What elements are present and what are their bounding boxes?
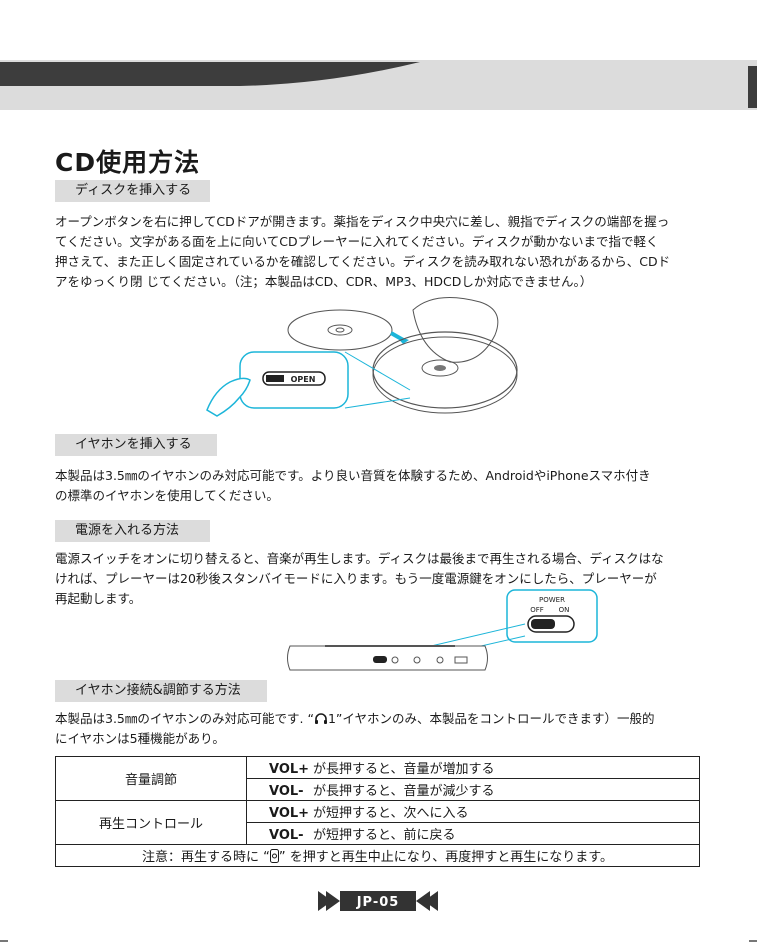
key-description: が長押すると、音量が増加する <box>313 762 495 777</box>
table-category: 再生コントロール <box>55 800 247 845</box>
table-note: 注意：再生する時に “ ” を押すと再生中止になり、再度押すと再生になります。 <box>55 844 700 867</box>
table-row: VOL- が長押すると、音量が減少する <box>56 778 700 801</box>
note-text: 注意：再生する時に “ <box>142 850 270 865</box>
section-label-insert-earphone: イヤホンを挿入する <box>55 434 217 456</box>
key-description: が長押すると、音量が減少する <box>313 784 495 799</box>
text-fragment: 本製品は3.5㎜のイヤホンのみ対応可能です. “ <box>55 711 314 726</box>
text-line: 本製品は3.5㎜のイヤホンのみ対応可能です。より良い音質を体験するため、Andr… <box>55 468 651 483</box>
table-cell: VOL- が短押すると、前に戻る <box>246 822 700 845</box>
lid-shape <box>412 297 499 363</box>
section-label-power-on: 電源を入れる方法 <box>55 520 210 542</box>
key-label: VOL+ <box>269 806 310 821</box>
player-side-shape <box>287 645 488 671</box>
text-line: にイヤホンは5種機能があり。 <box>55 731 225 746</box>
key-description: が短押すると、次へに入る <box>313 806 469 821</box>
play-pause-button-icon <box>269 849 279 863</box>
section-text-insert-disc: オープンボタンを右に押してCDドアが開きます。薬指をディスク中央穴に差し、親指で… <box>55 212 705 292</box>
table-cell: VOL+が長押すると、音量が増加する <box>246 756 700 779</box>
text-fragment: ”イヤホンのみ、本製品をコントロールできます）一般的 <box>335 711 655 726</box>
headphone-count: 1 <box>327 711 336 726</box>
page-number: JP-05 <box>356 895 400 910</box>
power-label: POWER <box>539 596 565 604</box>
key-label: VOL- <box>269 784 304 799</box>
table-row: 音量調節 VOL+が長押すると、音量が増加する <box>55 756 700 801</box>
section-text-power-on: 電源スイッチをオンに切り替えると、音楽が再生します。ディスクは最後まで再生される… <box>55 549 705 609</box>
key-label: VOL+ <box>269 762 310 777</box>
chevron-left-icon <box>416 891 438 911</box>
cd-player-illustration: OPEN <box>206 297 518 417</box>
section-label-earphone-control: イヤホン接続&調節する方法 <box>55 680 267 702</box>
page-title: CD使用方法 <box>55 148 201 177</box>
text-line: 再起動します。 <box>55 591 142 606</box>
text-line: 電源スイッチをオンに切り替えると、音楽が再生します。ディスクは最後まで再生される… <box>55 551 664 566</box>
table-category: 音量調節 <box>55 756 247 801</box>
page-number-badge: JP-05 <box>318 891 438 911</box>
section-text-earphone-control: 本製品は3.5㎜のイヤホンのみ対応可能です. “ 1”イヤホンのみ、本製品をコント… <box>55 709 705 749</box>
text-line: の標準のイヤホンを使用してください。 <box>55 488 279 503</box>
section-label-insert-disc: ディスクを挿入する <box>55 180 210 202</box>
hand-shape <box>206 377 251 417</box>
text-line: オープンボタンを右に押してCDドアが開きます。薬指をディスク中央穴に差し、親指で… <box>55 214 670 229</box>
table-row: 再生コントロール VOL+が短押すると、次へに入る <box>55 800 700 845</box>
key-label: VOL- <box>269 828 304 843</box>
chevron-right-icon <box>318 891 340 911</box>
disc-shape <box>287 309 393 351</box>
off-label: OFF <box>530 606 544 614</box>
control-table: 音量調節 VOL+が長押すると、音量が増加する VOL-が長押すると、音量が減少… <box>55 756 700 867</box>
text-line: 押さえて、また正しく固定されているかを確認してください。ディスクを読み取れない恐… <box>55 254 671 269</box>
text-line: アをゆっくり閉 じてください。（注；本製品はCD、CDR、MP3、HDCDしか対… <box>55 274 593 289</box>
table-cell: VOL- が長押すると、音量が減少する <box>246 778 700 801</box>
section-text-insert-earphone: 本製品は3.5㎜のイヤホンのみ対応可能です。より良い音質を体験するため、Andr… <box>55 466 705 506</box>
crop-mark <box>749 940 757 942</box>
table-row: 注意：再生する時に “ ” を押すと再生中止になり、再度押すと再生になります。 <box>55 844 700 867</box>
text-line: ければ、プレーヤーは20秒後スタンバイモードに入ります。もう一度電源鍵をオンにし… <box>55 571 657 586</box>
on-label: ON <box>559 606 570 614</box>
power-switch-illustration: POWER OFF ON <box>287 589 598 671</box>
table-cell: VOL+が短押すると、次へに入る <box>246 800 700 823</box>
text-line: 本製品は3.5㎜のイヤホンのみ対応可能です. “ 1”イヤホンのみ、本製品をコント… <box>55 709 705 729</box>
text-line: てください。文字がある面を上に向いてCDプレーヤーに入れてください。ディスクが動… <box>55 234 659 249</box>
header-band <box>0 60 757 110</box>
note-text: ” を押すと再生中止になり、再度押すと再生になります。 <box>278 850 613 865</box>
key-description: が短押すると、前に戻る <box>313 828 456 843</box>
player-body-shape <box>372 331 518 409</box>
headphone-icon <box>314 713 327 724</box>
open-button-label: OPEN <box>291 375 316 384</box>
crop-mark <box>0 940 8 942</box>
